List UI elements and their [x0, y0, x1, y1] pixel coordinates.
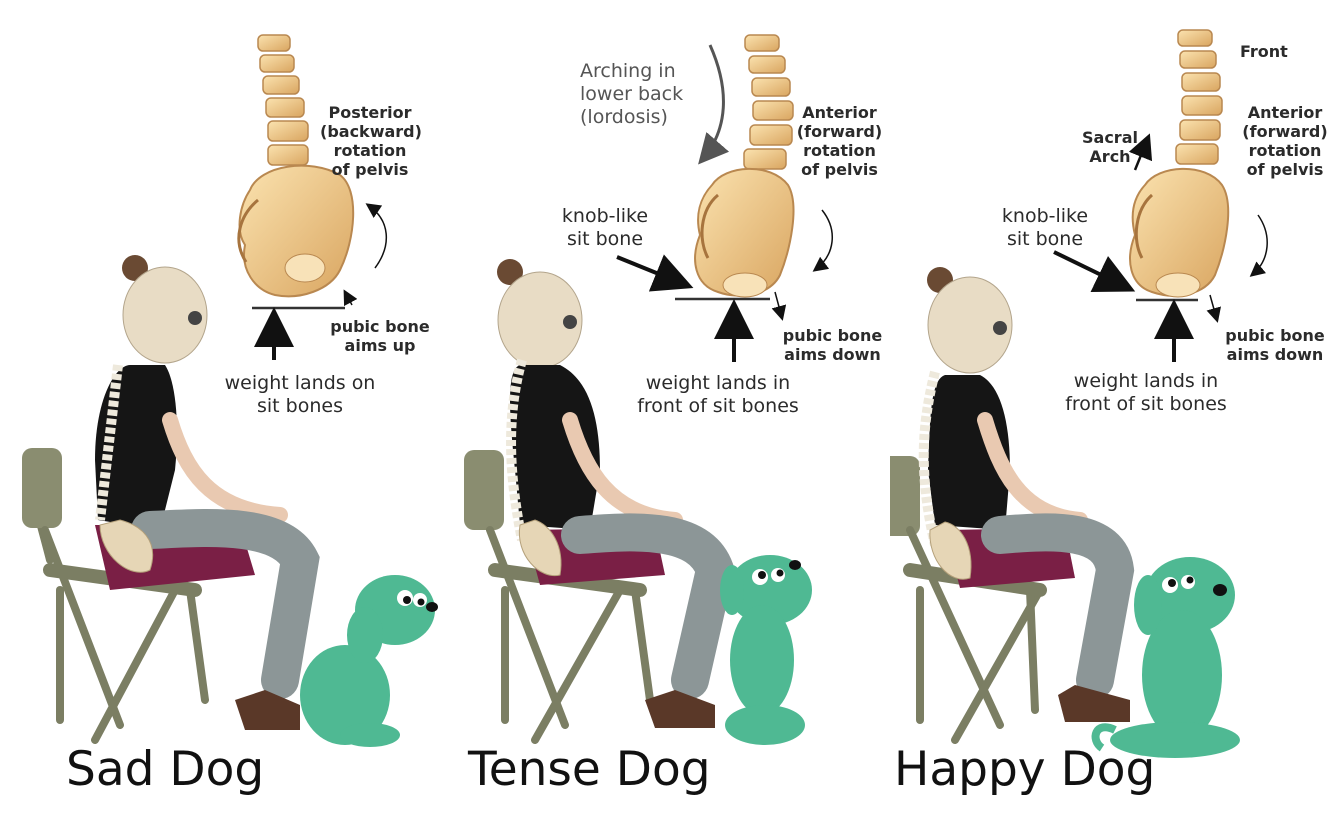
sit-bone-label: knob-like sit bone — [990, 205, 1100, 251]
rotation-label: Anterior (forward) rotation of pelvis — [1235, 103, 1335, 179]
pubic-arrow — [345, 292, 352, 305]
weight-label: weight lands on sit bones — [210, 372, 390, 418]
panel-title: Tense Dog — [468, 742, 711, 797]
panel-title: Happy Dog — [894, 742, 1155, 797]
pubic-bone-label: pubic bone aims down — [1220, 326, 1330, 364]
rotation-arrow — [1252, 215, 1267, 275]
sit-bone-arrow — [1054, 252, 1128, 288]
lordosis-label: Arching in lower back (lordosis) — [580, 60, 710, 129]
panel-sad-dog: Posterior (backward) rotation of pelvis … — [0, 0, 450, 814]
rotation-arrow — [368, 205, 386, 268]
front-label: Front — [1240, 42, 1310, 61]
seated-person — [924, 267, 1130, 722]
pubic-bone-label: pubic bone aims down — [780, 326, 885, 364]
sit-bone-label: knob-like sit bone — [550, 205, 660, 251]
green-dog-icon — [300, 575, 438, 747]
sacral-arch-label: Sacral Arch — [1075, 128, 1145, 166]
weight-label: weight lands in front of sit bones — [1046, 370, 1246, 416]
pelvis-spine-diagram — [239, 35, 386, 360]
green-dog-icon — [720, 555, 812, 745]
panel-tense-dog: Arching in lower back (lordosis) Anterio… — [450, 0, 890, 814]
seated-person — [497, 259, 715, 728]
rotation-arrow — [815, 210, 832, 270]
sit-bone-arrow — [617, 257, 686, 285]
panel-happy-dog: Front Sacral Arch Anterior (forward) rot… — [890, 0, 1343, 814]
panel-title: Sad Dog — [66, 742, 264, 797]
rotation-label: Posterior (backward) rotation of pelvis — [320, 103, 420, 179]
pubic-bone-label: pubic bone aims up — [325, 317, 435, 355]
pubic-arrow — [1210, 295, 1217, 320]
weight-label: weight lands in front of sit bones — [618, 372, 818, 418]
pelvis-spine-diagram — [1054, 30, 1267, 362]
pubic-arrow — [775, 292, 782, 318]
rotation-label: Anterior (forward) rotation of pelvis — [792, 103, 887, 179]
